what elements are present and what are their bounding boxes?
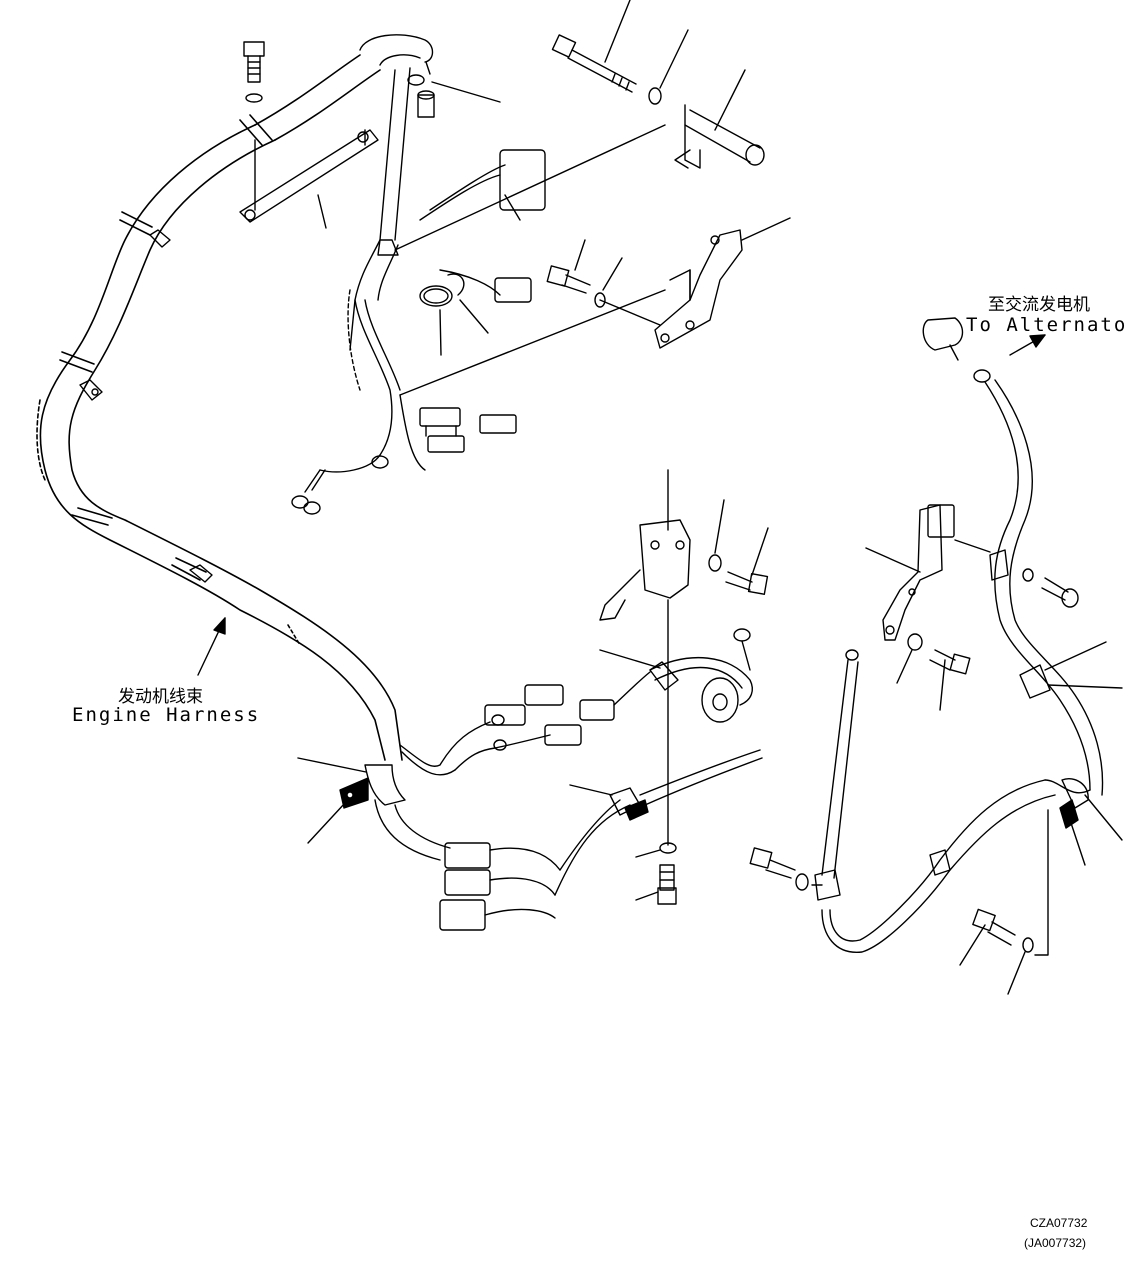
- leader-line: [574, 239, 586, 271]
- bolt-right: [929, 649, 971, 675]
- leader-line: [399, 289, 666, 396]
- leader-line: [939, 659, 946, 711]
- leader-line: [659, 29, 689, 89]
- leader-line: [599, 299, 661, 326]
- alternator-clamps: [1019, 664, 1089, 829]
- washer: [907, 633, 923, 651]
- harness-main-clamp: [339, 764, 406, 809]
- leader-line: [1034, 809, 1049, 956]
- label-engine-harness-cn: 发动机线束: [118, 687, 203, 707]
- label-engine-harness-en: Engine Harness: [72, 704, 261, 726]
- figure-code: CZA07732: [1030, 1216, 1088, 1230]
- lower-connector-cluster: [374, 799, 631, 931]
- clamp-ring: [419, 273, 465, 307]
- leader-line: [459, 299, 489, 334]
- leader-line: [1044, 641, 1107, 671]
- washer: [594, 292, 606, 308]
- leader-line: [896, 649, 913, 684]
- bolt-middle: [546, 265, 591, 294]
- washer-top-left: [245, 93, 263, 103]
- arrow-to-alternator: [1009, 334, 1046, 356]
- harness-branch-connectors: [399, 671, 651, 776]
- right-connector-bracket: [882, 504, 991, 641]
- label-to-alternator-en: To Alternator: [966, 314, 1130, 336]
- harness-clip-brackets: [79, 229, 213, 583]
- leader-line: [602, 257, 623, 291]
- leader-line: [635, 849, 661, 858]
- leader-line: [394, 124, 666, 251]
- long-bolt: [551, 34, 637, 93]
- label-to-alternator-cn: 至交流发电机: [988, 295, 1090, 315]
- alternator-cable: [821, 317, 1104, 953]
- leader-line: [307, 802, 346, 844]
- bolt-top-left: [243, 41, 265, 83]
- leader-line: [635, 891, 659, 901]
- small-connectors: [419, 407, 517, 453]
- engine-harness-main-cable: [36, 54, 403, 761]
- washer: [708, 554, 722, 572]
- leader-line: [439, 309, 442, 356]
- washer-top: [407, 74, 425, 86]
- leader-line: [431, 81, 501, 103]
- washer: [1022, 568, 1034, 582]
- nut-top: [417, 90, 435, 118]
- ground-cable-right: [814, 649, 859, 901]
- bolt-center: [725, 571, 769, 595]
- mounting-plate: [239, 129, 379, 223]
- leader-line: [1084, 794, 1123, 841]
- washer: [659, 842, 677, 854]
- ring-terminals-left: [291, 455, 389, 515]
- leader-line: [865, 547, 921, 573]
- center-bracket: [599, 519, 691, 621]
- leader-line: [317, 194, 327, 229]
- washer: [648, 87, 662, 105]
- bolt-lower-right: [749, 847, 796, 879]
- bolt-lower-center: [657, 864, 677, 905]
- leader-line: [297, 757, 367, 773]
- figure-code-alt: (JA007732): [1024, 1236, 1087, 1250]
- leader-line: [569, 784, 613, 796]
- leader-line: [1069, 819, 1086, 866]
- leader-line: [1007, 951, 1026, 995]
- leader-line: [1047, 684, 1123, 689]
- leader-line: [599, 649, 661, 669]
- arrow-engine-harness: [197, 617, 226, 676]
- leader-line: [751, 527, 769, 576]
- leader-line: [604, 0, 631, 63]
- bolt-bottom-right: [972, 908, 1016, 946]
- lower-cable-clamp: [609, 749, 763, 821]
- bolt-right-upper: [1041, 577, 1079, 608]
- ground-cable-center: [649, 628, 753, 723]
- leader-line: [714, 69, 746, 131]
- washer: [795, 873, 809, 891]
- leader-line: [959, 924, 986, 966]
- washer: [1022, 937, 1034, 953]
- leader-line: [714, 499, 725, 554]
- bracket-plate-right: [654, 229, 743, 349]
- spacer-pipe: [674, 104, 765, 169]
- upper-vertical-harness: [319, 34, 546, 473]
- leader-line: [741, 217, 791, 241]
